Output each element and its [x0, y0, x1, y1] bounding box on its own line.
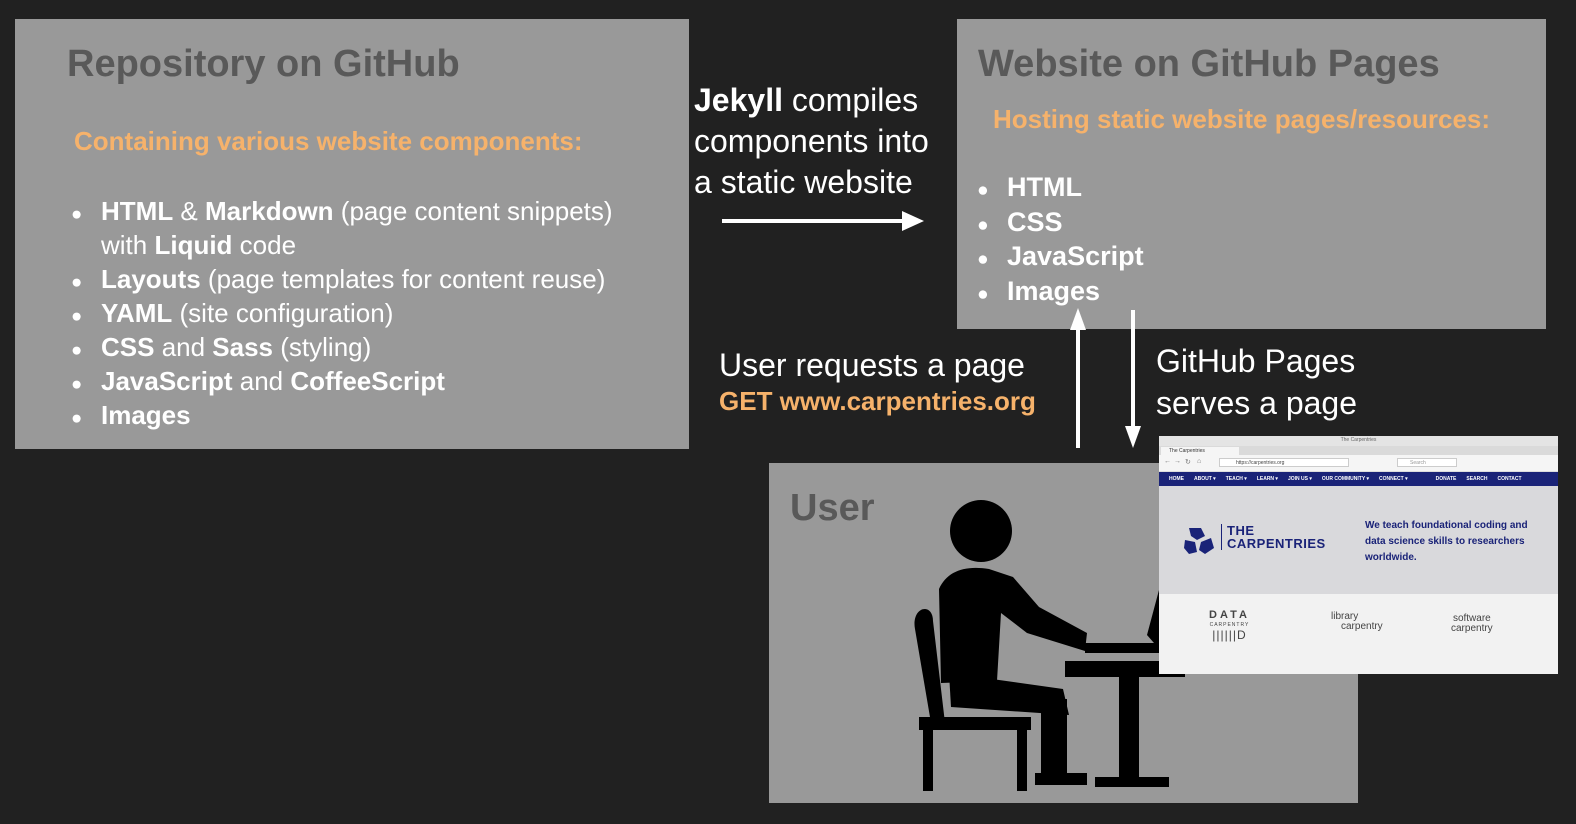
- browser-window-title: The Carpentries: [1340, 437, 1377, 443]
- repository-component-list: HTML & Markdown (page content snippets)w…: [71, 194, 613, 435]
- browser-tabbar: The Carpentries: [1159, 446, 1558, 455]
- list-item-text: (styling): [273, 332, 372, 362]
- list-item-text: Images: [101, 400, 191, 430]
- software-carpentry-line2: carpentry: [1451, 623, 1493, 634]
- site-nav-item[interactable]: JOIN US ▾: [1287, 476, 1312, 482]
- request-line1: User requests a page: [719, 347, 1025, 383]
- site-nav-item[interactable]: CONNECT ▾: [1378, 476, 1408, 482]
- data-carpentry-title: DATA: [1209, 609, 1250, 621]
- repository-subtitle: Containing various website components:: [74, 126, 583, 156]
- address-bar[interactable]: https://carpentries.org: [1219, 458, 1349, 467]
- list-item-text: YAML: [101, 298, 173, 328]
- logo-line1: THE: [1227, 523, 1255, 538]
- serve-line2: serves a page: [1156, 385, 1358, 421]
- jekyll-keyword: Jekyll: [694, 82, 783, 118]
- browser-search-input[interactable]: Search: [1397, 458, 1457, 467]
- site-nav-item[interactable]: OUR COMMUNITY ▾: [1321, 476, 1369, 482]
- repository-box: Repository on GitHub Containing various …: [15, 19, 689, 449]
- pages-list-item: JavaScript: [977, 239, 1144, 276]
- forward-icon[interactable]: →: [1174, 458, 1181, 465]
- request-arrow: [1070, 308, 1086, 448]
- list-item-text: CSS: [101, 332, 155, 362]
- site-nav-item[interactable]: TEACH ▾: [1225, 476, 1247, 482]
- jekyll-line1: compiles: [782, 82, 919, 118]
- list-item-text: Sass: [212, 332, 274, 362]
- pages-list-item: Images: [977, 274, 1144, 311]
- list-item-text: code: [232, 230, 297, 260]
- user-title: User: [790, 487, 875, 529]
- list-item-text: CoffeeScript: [290, 366, 445, 396]
- jekyll-line3: a static website: [694, 164, 913, 200]
- pages-list-item: CSS: [977, 205, 1144, 242]
- serve-arrow: [1125, 310, 1141, 448]
- site-tagline: We teach foundational coding and data sc…: [1365, 520, 1528, 563]
- list-item-text: and: [232, 366, 291, 396]
- list-item-text: HTML: [101, 196, 174, 226]
- site-nav-item[interactable]: DONATE: [1435, 476, 1457, 482]
- browser-titlebar: The Carpentries: [1159, 436, 1558, 451]
- compile-arrow: [722, 211, 924, 231]
- list-item-continuation: with Liquid code: [101, 228, 613, 262]
- browser-toolbar: ← → ↻ ⌂ https://carpentries.org Search: [1159, 455, 1558, 472]
- logo-line2: CARPENTRIES: [1227, 536, 1326, 551]
- software-carpentry-line1: software: [1452, 613, 1491, 624]
- library-carpentry-logo[interactable]: library carpentry: [1331, 612, 1383, 632]
- site-nav-item[interactable]: ABOUT ▾: [1194, 476, 1216, 482]
- serve-line1: GitHub Pages: [1156, 343, 1356, 379]
- serve-label: GitHub Pages serves a page: [1156, 340, 1357, 424]
- repository-list-item: Layouts (page templates for content reus…: [71, 262, 613, 299]
- site-hero: THE CARPENTRIES We teach foundational co…: [1159, 486, 1558, 594]
- carpentries-logo-text: THE CARPENTRIES: [1221, 524, 1326, 550]
- repository-list-item: HTML & Markdown (page content snippets)w…: [71, 194, 613, 262]
- repository-list-item: Images: [71, 398, 613, 435]
- lesson-program-logos: DATA CARPENTRY ||||||D library carpentry…: [1159, 594, 1558, 674]
- list-item-text: (site configuration): [172, 298, 394, 328]
- jekyll-line2: components into: [694, 123, 929, 159]
- repository-list-item: CSS and Sass (styling): [71, 330, 613, 367]
- github-pages-subtitle: Hosting static website pages/resources:: [993, 104, 1491, 134]
- github-pages-title: Website on GitHub Pages: [978, 43, 1440, 85]
- reload-icon[interactable]: ↻: [1185, 459, 1191, 466]
- github-pages-box: Website on GitHub Pages Hosting static w…: [957, 19, 1546, 329]
- software-carpentry-logo[interactable]: software carpentry: [1451, 614, 1493, 634]
- site-nav-item[interactable]: LEARN ▾: [1256, 476, 1278, 482]
- repository-title: Repository on GitHub: [67, 43, 460, 85]
- list-item-text: Markdown: [205, 196, 334, 226]
- repository-list-item: YAML (site configuration): [71, 296, 613, 333]
- data-carpentry-bars-icon: ||||||D: [1212, 628, 1247, 642]
- carpentries-logo-icon: [1184, 528, 1214, 554]
- user-at-computer-icon: [914, 500, 1185, 791]
- site-nav-item[interactable]: CONTACT: [1497, 476, 1522, 482]
- data-carpentry-sub: CARPENTRY: [1209, 622, 1250, 628]
- data-carpentry-logo[interactable]: DATA CARPENTRY ||||||D: [1209, 609, 1250, 642]
- site-nav-item[interactable]: SEARCH: [1466, 476, 1488, 482]
- browser-tab[interactable]: The Carpentries: [1161, 447, 1239, 455]
- carpentries-website-screenshot: The Carpentries The Carpentries ← → ↻ ⌂ …: [1159, 436, 1558, 674]
- library-carpentry-line2: carpentry: [1341, 621, 1383, 632]
- list-item-text: Liquid: [154, 230, 233, 260]
- jekyll-label: Jekyll compiles components into a static…: [694, 80, 929, 203]
- request-url: GET www.carpentries.org: [719, 386, 1036, 416]
- site-navigation: HOME ABOUT ▾ TEACH ▾ LEARN ▾ JOIN US ▾ OUR CO…: [1159, 472, 1558, 486]
- list-item-text: with: [101, 230, 155, 260]
- list-item-text: and: [154, 332, 213, 362]
- back-icon[interactable]: ←: [1164, 458, 1171, 465]
- home-icon[interactable]: ⌂: [1197, 458, 1202, 465]
- list-item-text: (page content snippets): [333, 196, 613, 226]
- list-item-text: JavaScript: [101, 366, 233, 396]
- list-item-text: Layouts: [101, 264, 201, 294]
- library-carpentry-line1: library: [1331, 611, 1359, 622]
- request-label: User requests a page GET www.carpentries…: [719, 346, 1036, 418]
- list-item-text: &: [173, 196, 205, 226]
- list-item-text: (page templates for content reuse): [200, 264, 606, 294]
- pages-list-item: HTML: [977, 170, 1144, 207]
- github-pages-resource-list: HTMLCSSJavaScriptImages: [977, 170, 1144, 311]
- site-nav-item[interactable]: HOME: [1169, 476, 1184, 482]
- repository-list-item: JavaScript and CoffeeScript: [71, 364, 613, 401]
